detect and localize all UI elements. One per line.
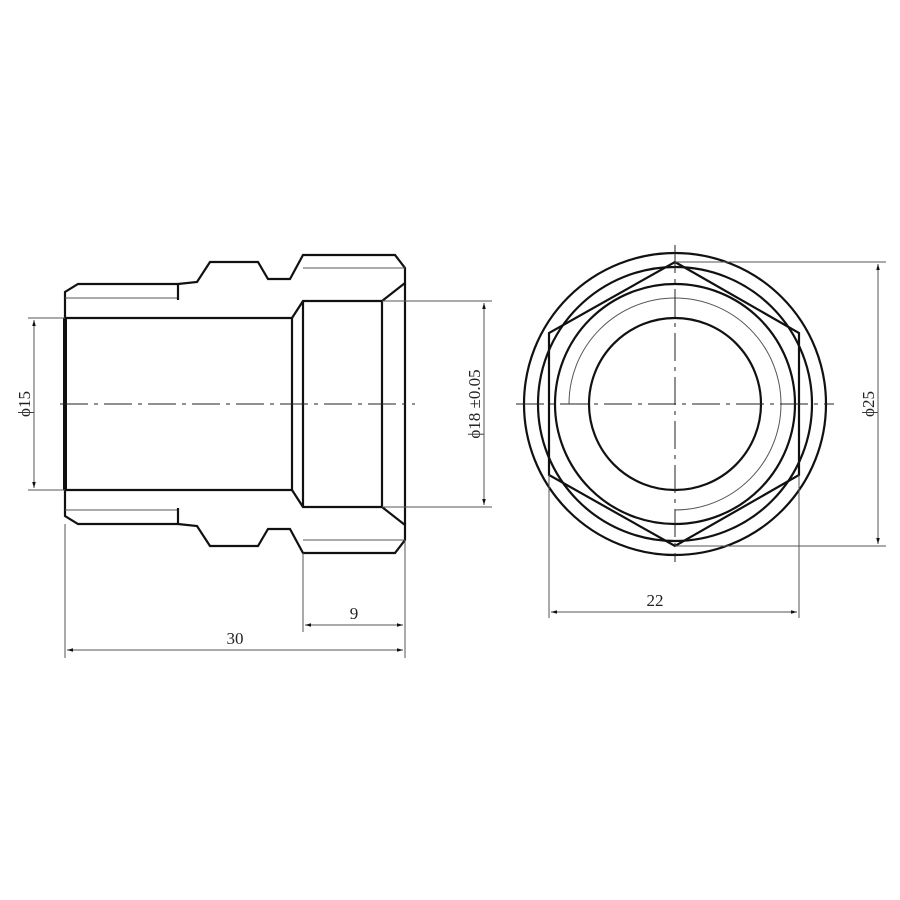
bottom-wall-section	[63, 488, 407, 555]
top-wall-section	[63, 253, 407, 320]
dim-text-outer-diameter: ϕ25	[859, 391, 878, 417]
dim-text-across-flats: 22	[647, 591, 664, 610]
dim-text-overall-length: 30	[227, 629, 244, 648]
dim-text-socket-diameter: ϕ18 ±0.05	[465, 369, 484, 438]
thread-minor-arc	[568, 297, 782, 511]
end-view: ϕ25 22	[516, 245, 886, 618]
section-view: ϕ15 ϕ18 ±0.05 9 30	[15, 253, 492, 658]
dim-text-bore-diameter: ϕ15	[15, 391, 34, 417]
dim-text-socket-depth: 9	[350, 604, 359, 623]
